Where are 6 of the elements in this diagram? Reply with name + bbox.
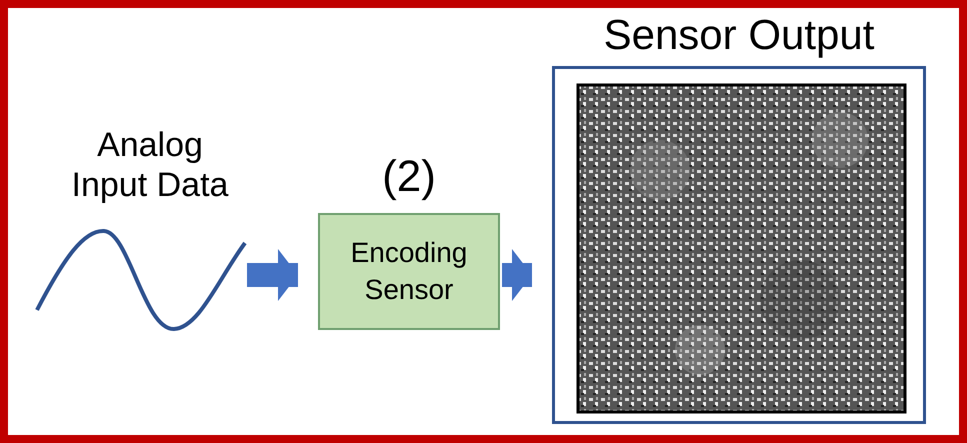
node-title: Sensor Output: [602, 10, 876, 60]
block-arrow: [247, 249, 298, 301]
process-box: Encoding Sensor: [318, 213, 500, 330]
step-number: (2): [381, 151, 437, 203]
node-label: Analog Input Data: [70, 125, 230, 206]
block-arrow: [502, 249, 532, 301]
